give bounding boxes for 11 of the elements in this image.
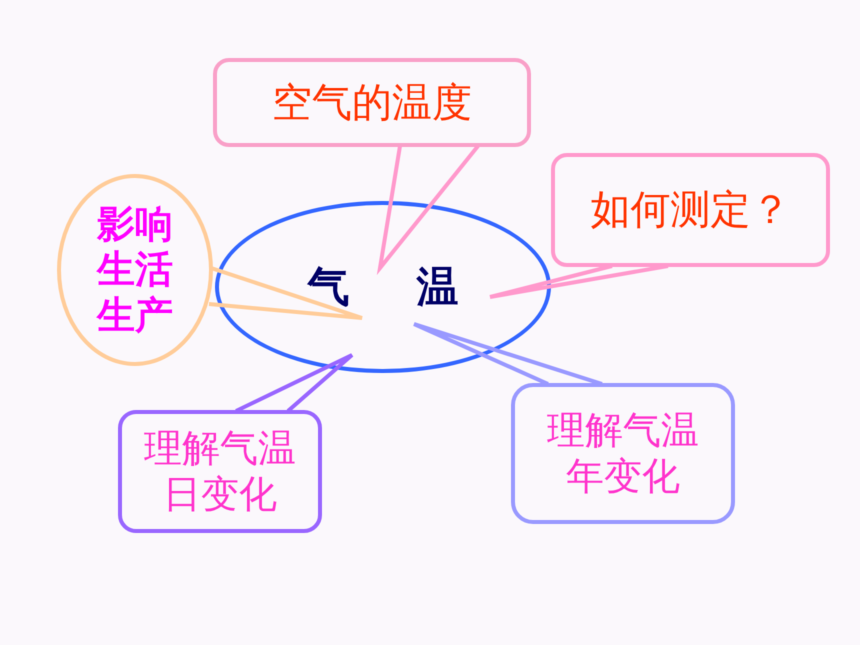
topic-ellipse <box>215 201 551 373</box>
bubble-text: 影响生活生产 <box>95 202 174 338</box>
topic-text: 气温 <box>307 262 526 312</box>
speech-bubble <box>213 58 531 147</box>
speech-bubble <box>511 383 735 524</box>
speech-bubble <box>551 153 830 267</box>
speech-bubble <box>118 410 322 533</box>
bubble-text: 理解气温日变化 <box>143 426 297 518</box>
bubble-text: 如何测定？ <box>590 186 790 234</box>
bubble-text: 理解气温年变化 <box>546 408 700 500</box>
bubble-text: 空气的温度 <box>272 78 472 126</box>
